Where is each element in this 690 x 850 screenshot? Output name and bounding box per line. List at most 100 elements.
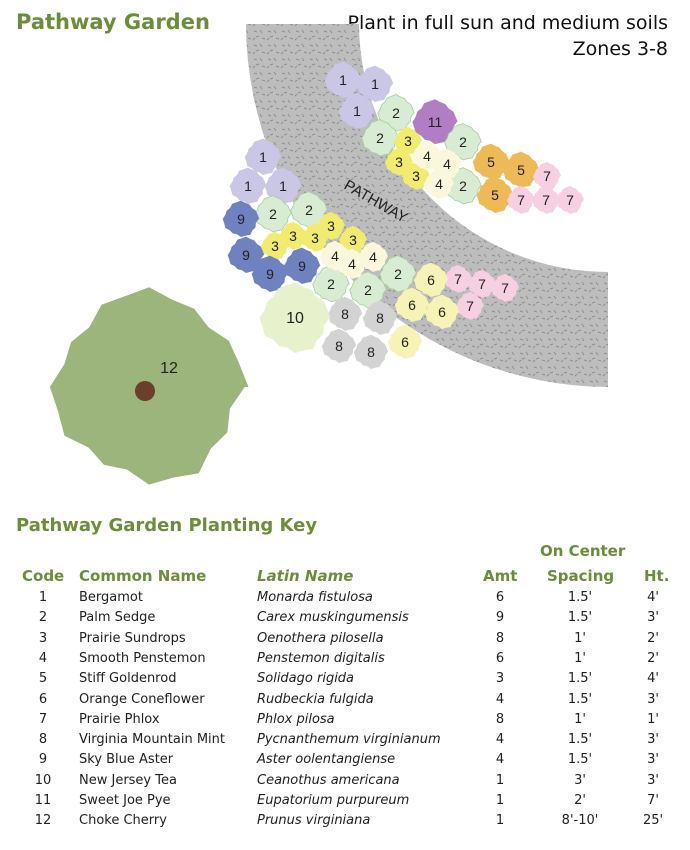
plant-code-label: 4 xyxy=(331,248,339,264)
cell-ht: 1' xyxy=(647,711,659,727)
plant-code-label: 1 xyxy=(244,178,252,194)
cell-latin: Ceanothus americana xyxy=(257,772,400,788)
plant-7: 7 xyxy=(444,264,473,293)
plant-3: 3 xyxy=(394,126,423,155)
plant-code-label: 9 xyxy=(242,247,250,263)
plant-5: 5 xyxy=(502,151,540,188)
plant-code-label: 7 xyxy=(454,271,462,287)
cell-common: Prairie Phlox xyxy=(79,711,160,727)
plant-8: 8 xyxy=(321,328,357,363)
cell-amt: 6 xyxy=(495,590,505,605)
cell-ht: 7' xyxy=(647,793,659,808)
plant-code-label: 3 xyxy=(271,238,279,254)
plant-code-label: 3 xyxy=(404,133,412,149)
plant-code-label: 10 xyxy=(286,310,304,327)
cell-amt: 4 xyxy=(495,691,505,707)
cell-amt: 1 xyxy=(495,793,505,808)
plant-1: 1 xyxy=(338,92,376,129)
pathway xyxy=(246,24,608,387)
cell-ht: 3' xyxy=(647,772,659,788)
plant-code-label: 2 xyxy=(392,105,400,121)
cell-common: Virginia Mountain Mint xyxy=(79,732,226,748)
plant-code-label: 3 xyxy=(349,232,357,248)
cell-latin: Monarda fistulosa xyxy=(257,590,373,605)
plant-code-label: 7 xyxy=(542,192,550,208)
cell-spacing: 3' xyxy=(574,772,586,788)
cell-common: Stiff Goldenrod xyxy=(79,671,177,687)
cell-latin: Solidago rigida xyxy=(257,671,355,687)
plant-7: 7 xyxy=(556,185,585,214)
plant-1: 1 xyxy=(324,61,362,98)
spacing-header: Spacing xyxy=(547,567,615,585)
cell-amt: 1 xyxy=(495,772,505,788)
plant-code-label: 1 xyxy=(353,103,361,119)
plant-code-label: 8 xyxy=(367,344,375,360)
plant-12: 12 xyxy=(49,287,249,485)
plant-code-label: 7 xyxy=(566,192,574,208)
cell-code: 8 xyxy=(38,732,48,748)
plant-8: 8 xyxy=(362,300,398,335)
latin-name-header: Latin Name xyxy=(257,567,354,585)
plant-code-label: 4 xyxy=(369,249,377,265)
cell-common: Bergamot xyxy=(79,590,143,605)
cell-common: New Jersey Tea xyxy=(79,772,177,788)
plant-code-label: 3 xyxy=(311,230,319,246)
plant-code-label: 7 xyxy=(543,168,551,184)
plant-code-label: 7 xyxy=(466,298,474,314)
plant-code-label: 9 xyxy=(237,211,245,227)
plant-code-label: 12 xyxy=(160,360,178,377)
plant-3: 3 xyxy=(339,225,368,254)
cell-ht: 3' xyxy=(647,752,659,768)
cell-spacing: 1.5' xyxy=(567,691,593,707)
cell-common: Orange Coneflower xyxy=(79,691,205,707)
cell-code: 6 xyxy=(38,691,48,707)
cell-latin: Pycnanthemum virginianum xyxy=(257,732,441,748)
cell-ht: 4' xyxy=(647,671,659,687)
cell-ht: 2' xyxy=(647,630,659,646)
cell-spacing: 1.5' xyxy=(567,752,593,768)
plant-9: 9 xyxy=(227,236,265,273)
page-title: Pathway Garden xyxy=(16,10,210,34)
cell-spacing: 1.5' xyxy=(567,590,593,605)
amount-header: Amt xyxy=(483,567,518,585)
plant-code-label: 6 xyxy=(401,334,409,350)
plant-3: 3 xyxy=(317,211,346,240)
plant-code-label: 3 xyxy=(327,218,335,234)
cell-common: Choke Cherry xyxy=(79,813,167,829)
plant-code-label: 2 xyxy=(305,202,313,218)
cell-common: Sweet Joe Pye xyxy=(79,793,171,808)
plant-7: 7 xyxy=(491,273,520,302)
plant-6: 6 xyxy=(413,262,449,297)
cell-latin: Rudbeckia fulgida xyxy=(257,691,374,707)
hardiness-zones: Zones 3-8 xyxy=(572,38,668,60)
plant-code-label: 1 xyxy=(371,76,379,92)
cell-latin: Prunus virginiana xyxy=(257,813,371,829)
plant-1: 1 xyxy=(244,138,282,175)
plant-6: 6 xyxy=(387,324,423,359)
plant-code-label: 4 xyxy=(423,148,431,164)
cell-latin: Aster oolentangiense xyxy=(257,752,396,768)
cell-code: 3 xyxy=(38,630,48,646)
cell-ht: 3' xyxy=(647,610,659,626)
cell-common: Prairie Sundrops xyxy=(79,630,186,646)
plant-code-label: 3 xyxy=(412,168,420,184)
plant-code-label: 6 xyxy=(438,304,446,320)
plant-code-label: 5 xyxy=(487,154,495,170)
cell-code: 2 xyxy=(38,610,48,626)
plant-5: 5 xyxy=(472,143,510,180)
cell-amt: 8 xyxy=(495,711,505,727)
plant-code-label: 1 xyxy=(279,178,287,194)
plant-7: 7 xyxy=(507,185,536,214)
plant-8: 8 xyxy=(327,296,363,331)
cell-spacing: 2' xyxy=(574,793,586,808)
plant-1: 1 xyxy=(356,65,394,102)
cell-amt: 8 xyxy=(495,630,505,646)
cell-latin: Carex muskingumensis xyxy=(257,610,409,626)
code-header: Code xyxy=(22,567,65,585)
table-row: 8 Virginia Mountain Mint Pycnanthemum virg… xyxy=(0,732,690,752)
cell-ht: 25' xyxy=(642,813,664,829)
common-name-header: Common Name xyxy=(79,567,207,585)
cell-code: 10 xyxy=(34,772,52,788)
